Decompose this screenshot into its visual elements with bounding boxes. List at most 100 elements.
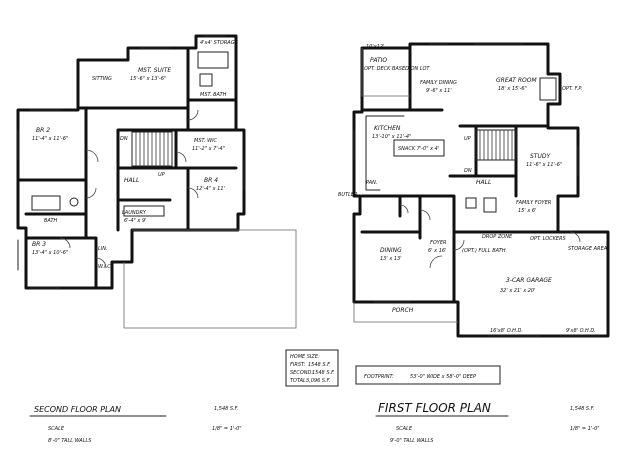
study-label: STUDY [530, 153, 551, 160]
first-floor-window [353, 43, 579, 303]
first-floor-hall-label: HALL [476, 179, 491, 186]
great-room-label: GREAT ROOM [496, 77, 537, 84]
dining-size: 13' x 13' [380, 256, 402, 262]
first-floor-title: FIRST FLOOR PLAN [378, 401, 491, 415]
second-floor-plan: SITTING MST. SUITE 15'-6" x 13'-6" 4'x4'… [16, 34, 297, 329]
storage-area-label: STORAGE AREA [568, 246, 608, 252]
footprint-label: FOOTPRINT: [364, 374, 394, 380]
open-to-below-outline [123, 229, 297, 329]
home-size-first-value: 1548 S.F. [308, 362, 331, 368]
toilet-fixture [69, 197, 79, 207]
mst-wic-label: MST. WIC [194, 138, 218, 144]
porch-label: PORCH [392, 307, 414, 314]
first-floor-up-label: UP [464, 136, 471, 142]
study-size: 11'-6" x 11'-6" [526, 162, 562, 168]
second-floor-walls-note: 8'-0" TALL WALLS [48, 438, 92, 444]
home-size-total-value: 3,096 S.F. [306, 378, 331, 384]
second-floor-scale-label: SCALE [48, 426, 65, 432]
powder-shower [483, 197, 497, 213]
mst-suite-label: MST. SUITE [138, 67, 171, 74]
garage-label: 3-CAR GARAGE [506, 277, 552, 284]
laundry-counter [123, 205, 165, 217]
family-foyer-label: FAMILY FOYER [516, 200, 551, 206]
br4-label: BR 4 [204, 177, 218, 184]
garage-size: 32' x 21' x 20' [500, 288, 536, 294]
second-floor-scale-value: 1/8" = 1'-0" [212, 426, 242, 432]
second-floor-area: 1,548 S.F. [214, 406, 239, 412]
patio-label: PATIO [370, 57, 387, 64]
foyer-size: 6' x 16' [428, 248, 446, 254]
shower-fixture [199, 73, 213, 87]
garage-door-label-2: 9'x8' O.H.D. [566, 328, 596, 334]
second-floor-stair [131, 131, 173, 167]
footprint-value: 53'-0" WIDE x 58'-0" DEEP [410, 374, 476, 380]
kitchen-counter [365, 115, 405, 191]
first-floor-walls-note: 9'-0" TALL WALLS [390, 438, 434, 444]
first-floor-scale-value: 1/8" = 1'-0" [570, 426, 600, 432]
laundry-size: 6'-4" x 9' [124, 218, 147, 224]
opt-fp-label: OPT. F.P. [562, 86, 582, 92]
home-size-total-label: TOTAL: [290, 378, 308, 384]
second-floor-dn-label: DN [120, 136, 128, 142]
first-floor-dn-label: DN [464, 168, 472, 174]
first-floor-door [399, 204, 581, 269]
br3-label: BR 3 [32, 241, 46, 248]
butler-label: BUTLER [338, 192, 358, 198]
br2-label: BR 2 [36, 127, 50, 134]
second-floor-title: SECOND FLOOR PLAN [34, 405, 121, 414]
sitting-label: SITTING [92, 76, 112, 82]
patio-note: OPT. DECK BASED ON LOT [364, 66, 430, 72]
garage-door-label-1: 16'x8' O.H.D. [490, 328, 523, 334]
br3-size: 13'-4" x 10'-6" [32, 250, 68, 256]
home-size-box: HOME SIZE: FIRST: 1548 S.F. SECOND: 1548… [285, 349, 339, 387]
drop-zone-label: DROP ZONE [482, 234, 513, 240]
second-floor-door [59, 109, 199, 269]
kitchen-snack-note: SNACK 7'-0" x 4' [398, 146, 439, 152]
opt-full-bath-label: (OPT.) FULL BATH [462, 248, 506, 254]
wic-label: W.I.C. [98, 264, 112, 270]
mst-bath-label: MST. BATH [200, 92, 227, 98]
powder-sink [465, 197, 477, 209]
kitchen-size: 13'-10" x 11'-4" [372, 134, 411, 140]
dining-label: DINING [380, 247, 402, 254]
mst-suite-size: 15'-6" x 13'-6" [130, 76, 166, 82]
storage-label: 4'x4' STORAGE [200, 40, 239, 46]
foyer-label: FOYER [430, 240, 447, 246]
footprint-box: FOOTPRINT: 53'-0" WIDE x 58'-0" DEEP [355, 365, 501, 385]
family-foyer-size: 15' x 6' [518, 208, 536, 214]
br2-size: 11'-4" x 11'-6" [32, 136, 68, 142]
first-floor-scale-label: SCALE [396, 426, 413, 432]
pantry-label: PAN. [366, 180, 378, 186]
home-size-second-label: SECOND: [290, 370, 313, 376]
first-floor-stair [475, 129, 517, 161]
dim-10x12-label: 10'x12' [366, 44, 384, 50]
second-floor-hall-label: HALL [124, 177, 139, 184]
family-dining-size: 9'-6" x 11' [426, 88, 452, 94]
mst-wic-size: 11'-2" x 7'-4" [192, 146, 225, 152]
first-floor-plan: 10'x12' PATIO OPT. DECK BASED ON LOT FAM… [338, 42, 610, 338]
first-floor-interior-wall [360, 46, 560, 304]
first-floor-title-block: FIRST FLOOR PLAN 1,548 S.F. SCALE 1/8" =… [375, 401, 600, 444]
kitchen-island [393, 139, 445, 157]
home-size-heading: HOME SIZE: [290, 354, 320, 360]
first-floor-area: 1,548 S.F. [570, 406, 595, 412]
second-floor-window [17, 35, 245, 289]
great-room-size: 18' x 15'-6" [498, 86, 527, 92]
second-floor-title-block: SECOND FLOOR PLAN 1,548 S.F. SCALE 1/8" … [29, 405, 242, 444]
family-dining-label: FAMILY DINING [420, 80, 457, 86]
tub-fixture [197, 51, 229, 69]
linen-label: LIN. [98, 246, 108, 252]
br4-size: 12'-4" x 11' [196, 186, 225, 192]
laundry-label: LAUNDRY [122, 210, 147, 216]
first-floor-outer-wall [352, 42, 610, 338]
bath-label: BATH [44, 218, 58, 224]
kitchen-label: KITCHEN [374, 125, 401, 132]
patio-outline [361, 48, 410, 97]
porch-outline [353, 302, 458, 323]
bath-tub-fixture [31, 195, 61, 211]
second-floor-up-label: UP [158, 172, 165, 178]
fireplace [539, 77, 557, 101]
home-size-first-label: FIRST: [290, 362, 306, 368]
home-size-second-value: 1548 S.F. [312, 370, 335, 376]
